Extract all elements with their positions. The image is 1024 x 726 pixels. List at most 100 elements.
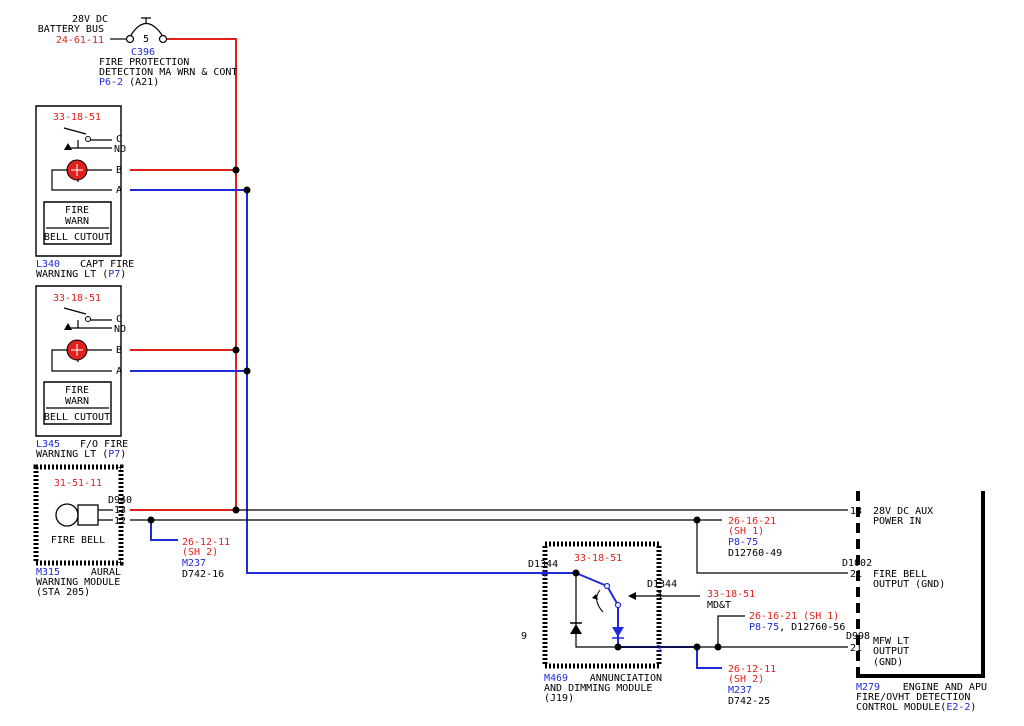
annunciation-name-3: (J19) [544,693,574,704]
fo-cutout-box [43,381,112,425]
bus-ref: 24-61-11 [56,35,104,46]
detection-connector-1: D1002 [842,558,872,569]
fo-pin-a: A [116,366,122,377]
fo-light-name: F/O FIRE [80,439,128,450]
fo-pin-c: C [116,314,122,325]
junction-dot [243,367,251,375]
capt-lamp-wiring [51,169,112,191]
fo-light-box [35,285,122,437]
mdt-ref: 33-18-51 [707,589,755,600]
breaker-pin: 5 [143,34,149,45]
junction-dot [614,643,622,651]
aural-module-border [33,464,124,566]
signal-wire-main [130,189,576,574]
aural-id: M315 [36,567,60,578]
capt-pin-c: C [116,134,122,145]
junction-dot [147,516,155,524]
breaker-desc-2: DETECTION MA WRN & CONT [99,67,237,78]
annunc-gnd-wire: D742-25 [728,696,770,707]
annunciation-name-1: ANNUNCIATION [590,673,662,684]
annunc-gnd-sheet: (SH 2) [728,674,764,685]
annunciation-pin-3: 3 [656,644,662,655]
fo-label-fire: FIRE [65,385,89,396]
aural-pin-13: 13 [114,505,126,516]
fo-label-warn: WARN [65,396,89,407]
annunciation-connector: D1344 [528,559,558,570]
aux-location: P8-75 [728,537,758,548]
switch-pivot-icon [603,582,611,590]
bell-leads [98,509,113,521]
detection-pin-21b: 21 [850,643,862,654]
capt-label-warn: WARN [65,216,89,227]
capt-label-fire: FIRE [65,205,89,216]
aural-name-3: (STA 205) [36,587,90,598]
aux-power-label-2: POWER IN [873,516,921,527]
capt-light-location: WARNING LT (P7) [36,269,126,280]
aux-ref: 26-16-21 [728,516,776,527]
annunciation-module: 33-18-51 [542,541,662,669]
capt-light-name: CAPT FIRE [80,259,134,270]
switch-arc-icon [596,589,604,613]
capt-switch-contacts [63,127,112,182]
p875-ref: 26-16-21 (SH 1) [749,611,839,622]
capt-light-id: L340 [36,259,60,270]
aural-gnd-wire: D742-16 [182,569,224,580]
p875-wire [717,615,745,647]
aural-gnd-ref: 26-12-11 [182,537,230,548]
breaker-terminal-icon [125,34,135,44]
detection-name-3: CONTROL MODULE(E2-2) [856,702,976,713]
fo-label-cutout: BELL CUTOUT [44,412,110,423]
aux-wire: D12760-49 [728,548,782,559]
fo-pin-no: NO [114,324,126,335]
junction-dot [232,166,240,174]
junction-dot [232,346,240,354]
fo-light-location: WARNING LT (P7) [36,449,126,460]
bell-body-icon [77,504,99,526]
mfw-label-3: (GND) [873,657,903,668]
capt-pin-a: A [116,185,122,196]
bus-name: BATTERY BUS [38,24,104,35]
fo-switch-contacts [63,307,112,362]
breaker-button-icon [141,17,151,24]
diode-icon [612,627,624,637]
detection-pin-21a: 21 [850,569,862,580]
fire-bell-output-1: FIRE BELL [873,569,927,580]
capt-warning-light: 33-18-51 C NO B A FIRE WARN BELL CUTOUT [35,105,126,257]
annunciation-ref: 33-18-51 [574,553,622,564]
mdt-arrow-icon [628,592,636,600]
junction-dot [572,569,580,577]
detection-module-border [858,491,985,678]
mfw-label-1: MFW LT [873,636,909,647]
diode-icon [570,624,582,634]
aural-warning-module: 31-51-11 FIRE BELL [33,464,124,566]
lamp-filament-icon [71,164,83,176]
aural-name-1: AURAL [91,567,121,578]
p875-location: P8-75, D12760-56 [749,622,845,633]
annunc-internal-wire [575,573,618,648]
fo-warning-light: 33-18-51 C NO B A FIRE WARN BELL CUTOUT [35,285,126,437]
capt-label-cutout: BELL CUTOUT [44,232,110,243]
fire-bell-output-2: OUTPUT (GND) [873,579,945,590]
circuit-breaker-c396 [110,17,168,44]
aux-power-label-1: 28V DC AUX [873,506,933,517]
capt-cutout-box [43,201,112,245]
switch-arrow-icon [64,323,72,330]
bus-voltage: 28V DC [72,14,108,25]
annunciation-side-pin: 9 [521,631,527,642]
switch-contact-icon [85,316,91,322]
detection-name-1: ENGINE AND APU [903,682,987,693]
annunciation-border [542,541,662,669]
aural-ref: 31-51-11 [54,478,102,489]
capt-pin-no: NO [114,144,126,155]
detection-module [856,491,985,678]
mdt-label: MD&T [707,600,731,611]
junction-dot [693,643,701,651]
detection-pin-13: 13 [850,506,862,517]
lamp-filament-icon [71,344,83,356]
breaker-terminal-icon [158,34,168,44]
mfw-label-2: OUTPUT [873,646,909,657]
annunc-gnd-ref: 26-12-11 [728,664,776,675]
detection-connector-2: D998 [846,631,870,642]
annunc-gnd-id: M237 [728,685,752,696]
